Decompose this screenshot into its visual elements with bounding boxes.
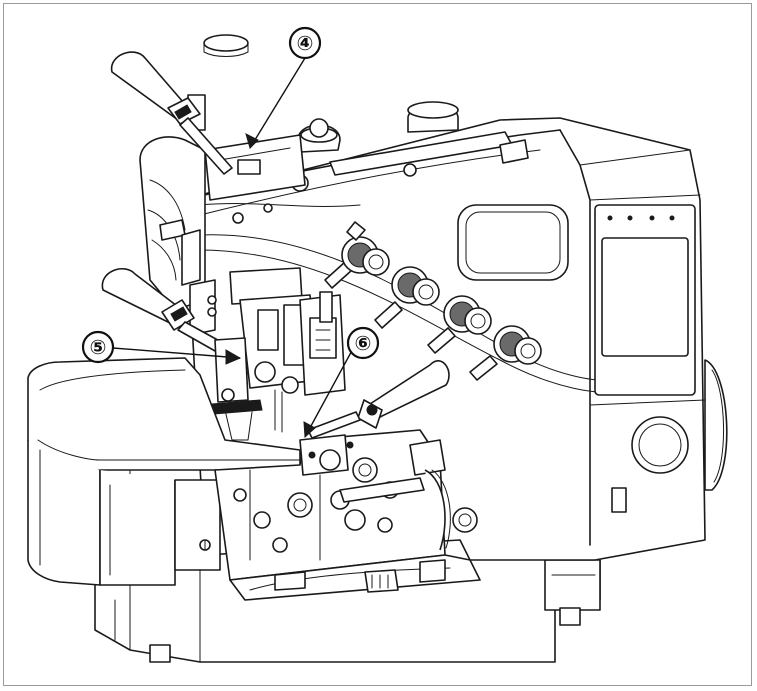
bottom-tray xyxy=(229,554,481,601)
callout-5-label: ⑤ xyxy=(90,335,107,359)
callout-6: ⑥ xyxy=(346,326,380,360)
callout-leaders xyxy=(112,57,356,439)
head-cover xyxy=(139,94,306,336)
looper-mechanism xyxy=(214,429,478,581)
callout-4: ④ xyxy=(288,26,322,60)
sewing-bed xyxy=(27,357,301,586)
leader-line-6 xyxy=(304,344,356,438)
needle-mechanism xyxy=(199,267,346,441)
thread-cone-top xyxy=(111,51,233,175)
leader-line-5 xyxy=(112,347,241,359)
thread-cone-lower xyxy=(307,360,450,439)
callout-4-label: ④ xyxy=(297,31,314,55)
callout-5: ⑤ xyxy=(81,330,115,364)
callout-6-label: ⑥ xyxy=(355,331,372,355)
leader-line-4 xyxy=(249,57,306,149)
tension-discs xyxy=(324,221,542,381)
figure-frame xyxy=(3,3,752,686)
